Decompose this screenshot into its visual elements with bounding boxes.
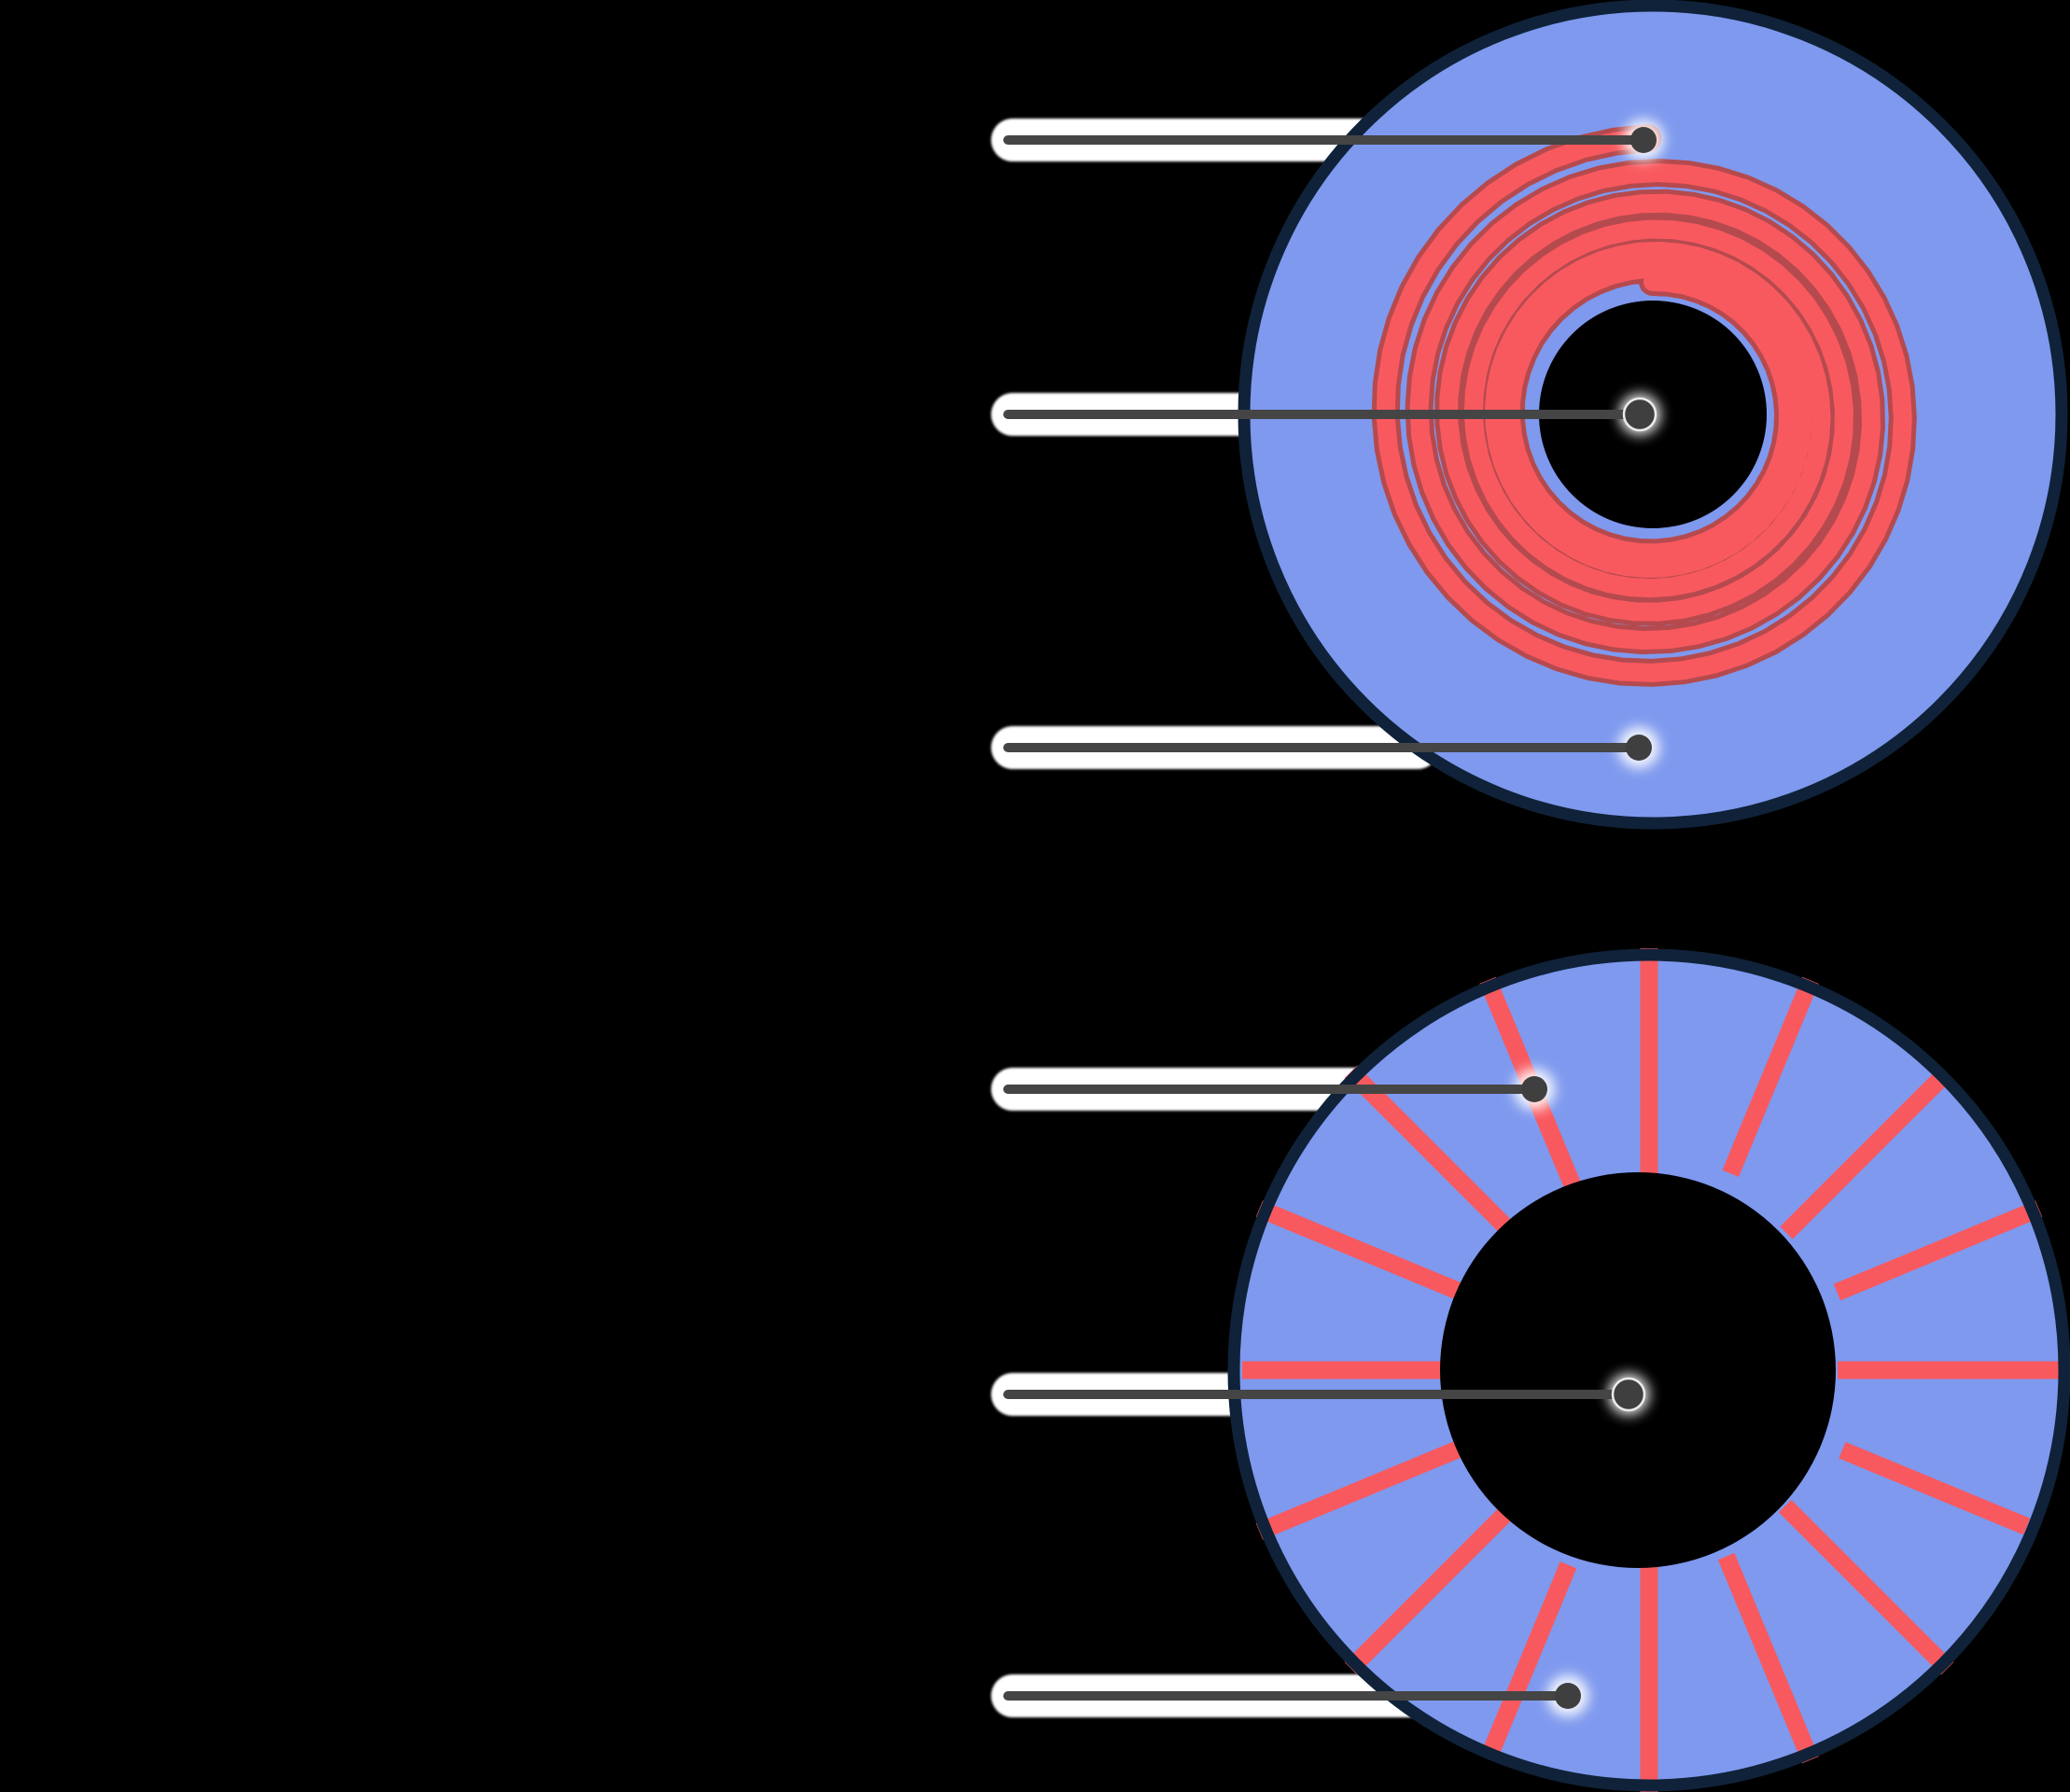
leader-dot-center-hole	[1611, 1377, 1646, 1412]
leader-lines-layer	[1003, 135, 1648, 1701]
spoke	[1344, 1065, 1511, 1232]
spoke	[1717, 1552, 1819, 1764]
spoke	[1778, 1499, 1954, 1675]
center-hole-bottom	[1440, 1172, 1836, 1568]
radial-spoke-ring-diagram	[1227, 948, 2070, 1792]
spoke	[1722, 976, 1819, 1177]
spoke	[1780, 1073, 1946, 1239]
spoke	[1839, 1441, 2031, 1535]
spoke	[1833, 1200, 2043, 1301]
leader-dot-ring-body	[1555, 1683, 1581, 1709]
leader-dot-spiral-winding-start	[1630, 127, 1657, 153]
leader-dot-ring-body	[1626, 735, 1652, 761]
spoke	[1344, 1502, 1518, 1675]
spoke	[1483, 1561, 1577, 1754]
spiral-winding	[1376, 129, 1912, 682]
ring-outline-bottom	[1227, 948, 2070, 1792]
leader-dot-spoke	[1521, 1076, 1547, 1102]
leader-dots-layer	[1521, 127, 1657, 1709]
spoke	[1255, 1200, 1476, 1305]
spoke	[1255, 1435, 1477, 1540]
leader-dot-center-hole	[1622, 397, 1657, 432]
